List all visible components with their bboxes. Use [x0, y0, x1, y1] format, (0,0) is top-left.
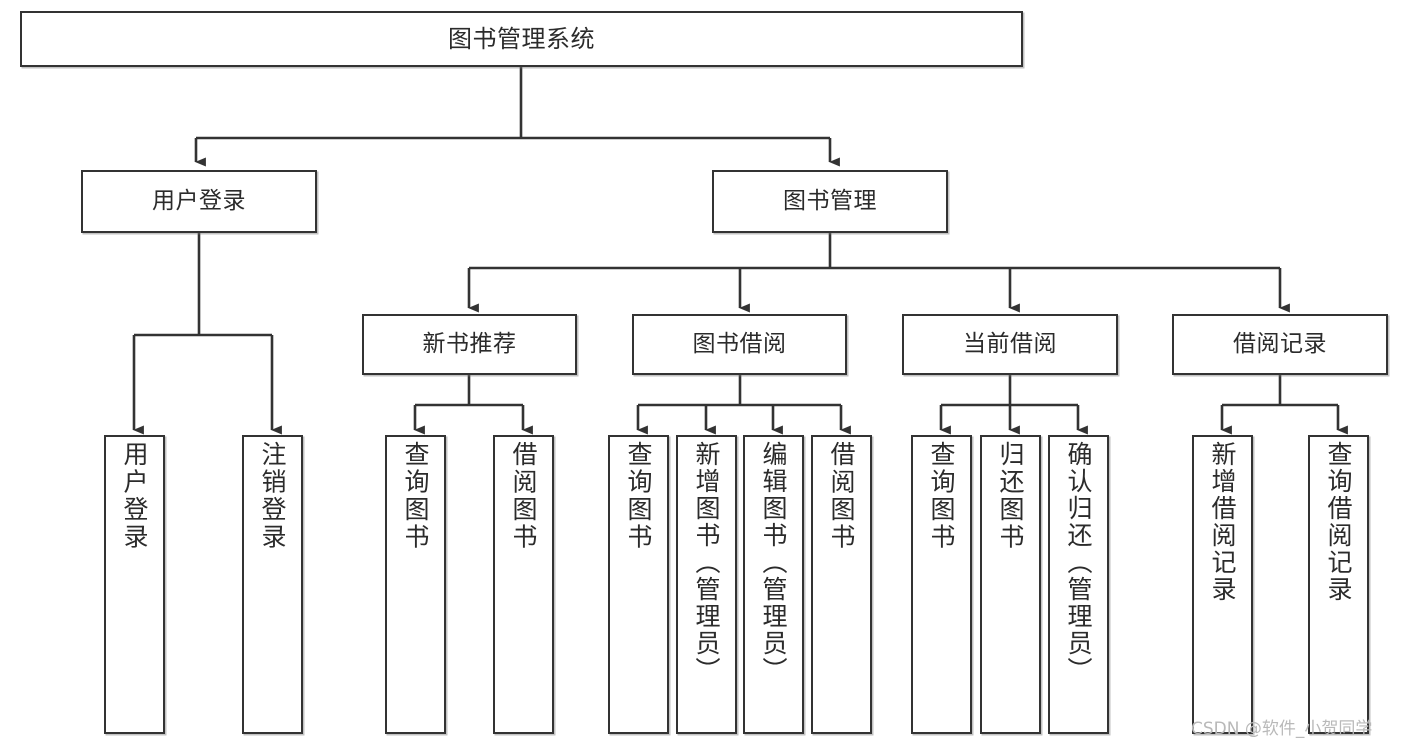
- node-leaf-borrow-book-2-label: 借阅图书: [827, 441, 856, 551]
- node-leaf-add-record-label: 新增借阅记录: [1208, 441, 1237, 603]
- node-root-label: 图书管理系统: [448, 24, 595, 53]
- node-leaf-add-record[interactable]: 新增借阅记录: [1192, 435, 1253, 734]
- node-leaf-return-book[interactable]: 归还图书: [980, 435, 1041, 734]
- node-leaf-query-book-3-label: 查询图书: [927, 441, 956, 551]
- node-book-manage-label: 图书管理: [783, 187, 877, 214]
- node-leaf-confirm-return[interactable]: 确认归还（管理员）: [1048, 435, 1109, 734]
- node-leaf-user-login-label: 用户登录: [120, 441, 149, 551]
- node-root[interactable]: 图书管理系统: [20, 11, 1023, 67]
- node-leaf-query-book-2[interactable]: 查询图书: [608, 435, 669, 734]
- node-leaf-query-book-1-label: 查询图书: [401, 441, 430, 551]
- node-leaf-borrow-book-1[interactable]: 借阅图书: [493, 435, 554, 734]
- node-leaf-query-book-2-label: 查询图书: [624, 441, 653, 551]
- node-current-borrow-label: 当前借阅: [963, 330, 1057, 357]
- node-new-book-rec-label: 新书推荐: [422, 330, 517, 357]
- node-leaf-logout-login-label: 注销登录: [258, 441, 287, 551]
- node-leaf-borrow-book-1-label: 借阅图书: [509, 441, 538, 551]
- node-book-manage[interactable]: 图书管理: [712, 170, 948, 233]
- node-leaf-return-book-label: 归还图书: [996, 441, 1025, 551]
- node-leaf-query-record[interactable]: 查询借阅记录: [1308, 435, 1369, 734]
- node-user-login-label: 用户登录: [152, 187, 246, 214]
- node-leaf-edit-book-label: 编辑图书（管理员）: [759, 441, 788, 684]
- node-leaf-query-book-1[interactable]: 查询图书: [385, 435, 446, 734]
- node-leaf-add-book-label: 新增图书（管理员）: [692, 441, 721, 684]
- node-leaf-borrow-book-2[interactable]: 借阅图书: [811, 435, 872, 734]
- node-current-borrow[interactable]: 当前借阅: [902, 314, 1118, 375]
- watermark-text: CSDN @软件_小贺同学: [1191, 719, 1373, 739]
- node-borrow-record[interactable]: 借阅记录: [1172, 314, 1388, 375]
- node-user-login[interactable]: 用户登录: [81, 170, 317, 233]
- node-new-book-rec[interactable]: 新书推荐: [362, 314, 577, 375]
- node-leaf-confirm-return-label: 确认归还（管理员）: [1064, 441, 1093, 684]
- node-leaf-edit-book[interactable]: 编辑图书（管理员）: [743, 435, 804, 734]
- node-leaf-query-book-3[interactable]: 查询图书: [911, 435, 972, 734]
- node-borrow-record-label: 借阅记录: [1233, 330, 1327, 357]
- node-leaf-logout-login[interactable]: 注销登录: [242, 435, 303, 734]
- node-book-borrow-label: 图书借阅: [692, 330, 787, 357]
- node-book-borrow[interactable]: 图书借阅: [632, 314, 847, 375]
- node-leaf-query-record-label: 查询借阅记录: [1324, 441, 1353, 603]
- node-leaf-user-login[interactable]: 用户登录: [104, 435, 165, 734]
- node-leaf-add-book[interactable]: 新增图书（管理员）: [676, 435, 737, 734]
